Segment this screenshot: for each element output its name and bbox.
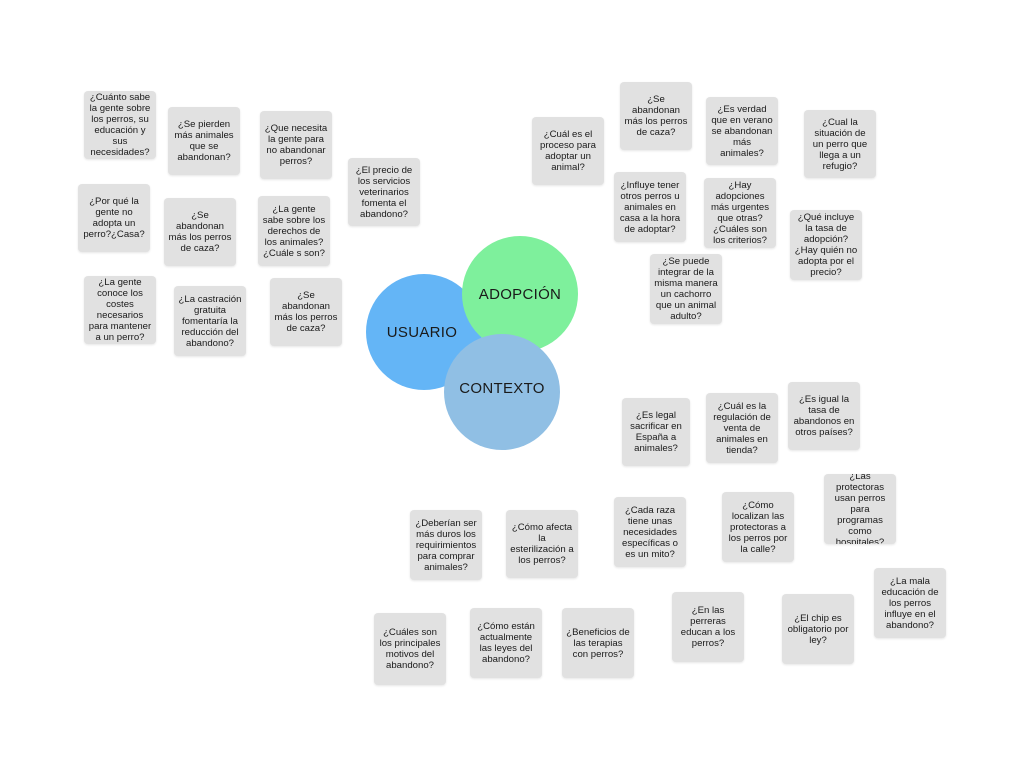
sticky-note[interactable]: ¿Cómo afecta la esterilización a los per… <box>506 510 578 578</box>
contexto-circle: CONTEXTO <box>444 334 560 450</box>
sticky-note[interactable]: ¿En las perreras educan a los perros? <box>672 592 744 662</box>
sticky-note[interactable]: ¿La gente sabe sobre los derechos de los… <box>258 196 330 266</box>
sticky-note[interactable]: ¿Se abandonan más los perros de caza? <box>270 278 342 346</box>
adopcion-circle: ADOPCIÓN <box>462 236 578 352</box>
sticky-note[interactable]: ¿Que necesita la gente para no abandonar… <box>260 111 332 179</box>
sticky-note[interactable]: ¿Cuál es la regulación de venta de anima… <box>706 393 778 463</box>
sticky-note[interactable]: ¿Cómo están actualmente las leyes del ab… <box>470 608 542 678</box>
adopcion-label: ADOPCIÓN <box>478 285 562 303</box>
sticky-note[interactable]: ¿Es legal sacrificar en España a animale… <box>622 398 690 466</box>
sticky-note[interactable]: ¿Es verdad que en verano se abandonan má… <box>706 97 778 165</box>
sticky-note[interactable]: ¿Qué incluye la tasa de adopción?¿Hay qu… <box>790 210 862 280</box>
sticky-note[interactable]: ¿Las protectoras usan perros para progra… <box>824 474 896 544</box>
sticky-note[interactable]: ¿Cómo localizan las protectoras a los pe… <box>722 492 794 562</box>
sticky-note[interactable]: ¿Cuánto sabe la gente sobre los perros, … <box>84 91 156 159</box>
sticky-note[interactable]: ¿Se pierden más animales que se abandona… <box>168 107 240 175</box>
sticky-note[interactable]: ¿Cuáles son los principales motivos del … <box>374 613 446 685</box>
sticky-note[interactable]: ¿El precio de los servicios veterinarios… <box>348 158 420 226</box>
contexto-label: CONTEXTO <box>459 379 545 397</box>
sticky-note[interactable]: ¿Cual la situación de un perro que llega… <box>804 110 876 178</box>
sticky-note[interactable]: ¿Beneficios de las terapias con perros? <box>562 608 634 678</box>
sticky-note[interactable]: ¿La castración gratuita fomentaría la re… <box>174 286 246 356</box>
sticky-note[interactable]: ¿Cuál es el proceso para adoptar un anim… <box>532 117 604 185</box>
sticky-note[interactable]: ¿Hay adopciones más urgentes que otras?¿… <box>704 178 776 248</box>
sticky-note[interactable]: ¿Es igual la tasa de abandonos en otros … <box>788 382 860 450</box>
sticky-note[interactable]: ¿Por qué la gente no adopta un perro?¿Ca… <box>78 184 150 252</box>
sticky-note[interactable]: ¿Se puede integrar de la misma manera un… <box>650 254 722 324</box>
sticky-note[interactable]: ¿Cada raza tiene unas necesidades especí… <box>614 497 686 567</box>
sticky-note[interactable]: ¿Se abandonan más los perros de caza? <box>164 198 236 266</box>
sticky-note[interactable]: ¿La mala educación de los perros influye… <box>874 568 946 638</box>
sticky-note[interactable]: ¿Deberían ser más duros los requirimient… <box>410 510 482 580</box>
sticky-note[interactable]: ¿La gente conoce los costes necesarios p… <box>84 276 156 344</box>
sticky-note[interactable]: ¿El chip es obligatorio por ley? <box>782 594 854 664</box>
usuario-label: USUARIO <box>386 323 458 341</box>
sticky-note[interactable]: ¿Influye tener otros perros u animales e… <box>614 172 686 242</box>
sticky-note[interactable]: ¿Se abandonan más los perros de caza? <box>620 82 692 150</box>
